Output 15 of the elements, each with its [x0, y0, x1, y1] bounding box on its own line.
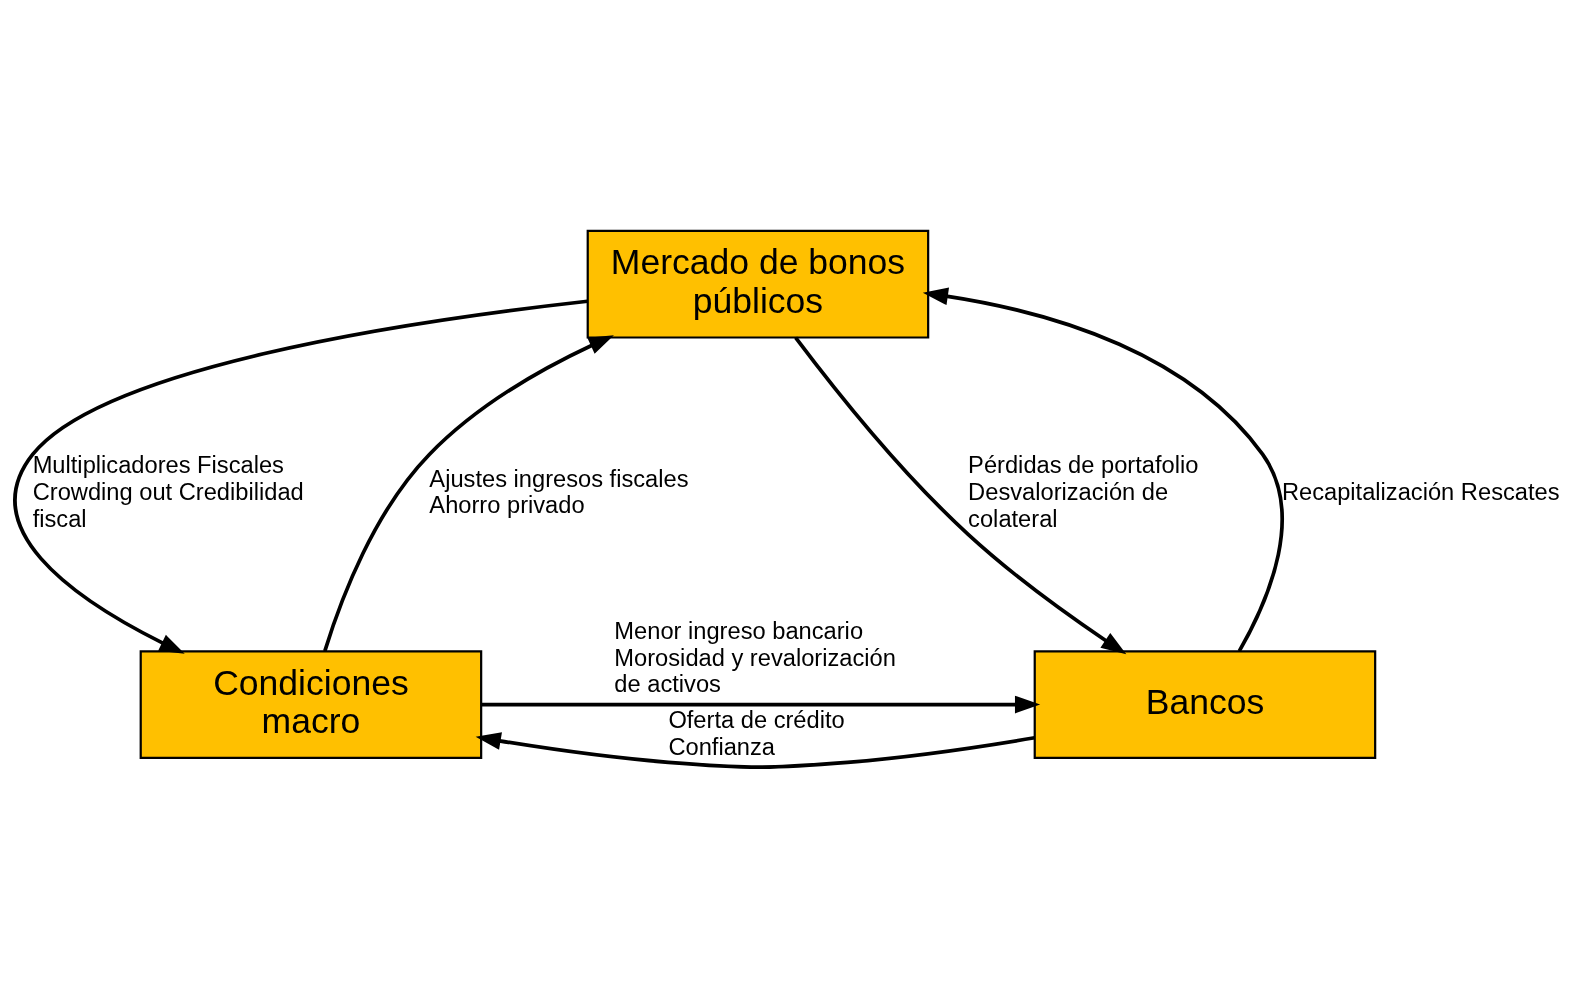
arrow — [922, 287, 1284, 652]
arrow — [323, 334, 614, 652]
edge-label: Ajustes ingresos fiscales Ahorro privado — [429, 465, 689, 518]
node-box: Mercado de bonos públicos — [586, 229, 930, 339]
node-box: Condiciones macro — [139, 649, 483, 759]
edge-label: Pérdidas de portafolio Desvalorización de colateral — [968, 451, 1199, 532]
node-box: Bancos — [1033, 649, 1377, 759]
arrow — [481, 695, 1041, 713]
arrow — [475, 731, 1036, 769]
edge-label: Multiplicadores Fiscales Crowding out Credibilidad fiscal — [32, 451, 304, 532]
edge-label: Recapitalización Rescates — [1281, 478, 1560, 505]
edge-label: Menor ingreso bancario Morosidad y revalorización de activos — [614, 617, 896, 697]
arrow — [13, 298, 588, 654]
arrow — [794, 335, 1127, 654]
edge-label: Oferta de crédito Confianza — [668, 706, 845, 760]
